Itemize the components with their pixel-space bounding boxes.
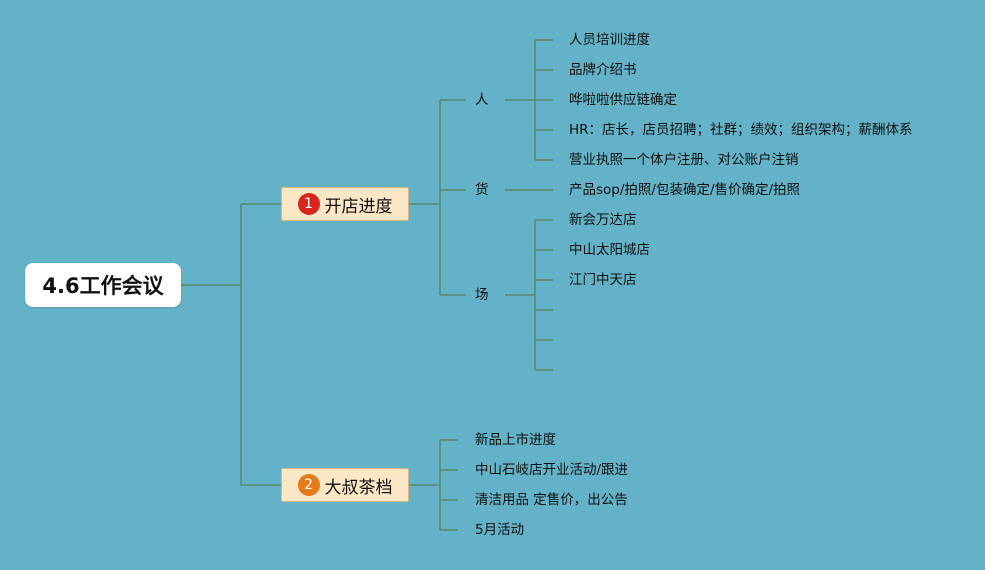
- subtopic-goods[interactable]: 货: [475, 182, 489, 198]
- branch-label: 开店进度: [324, 196, 393, 217]
- subtopic-people[interactable]: 人: [475, 92, 489, 108]
- priority-2-icon: 2: [297, 474, 320, 496]
- root-label: 4.6工作会议: [42, 274, 164, 298]
- topic-item[interactable]: 中山太阳城店: [569, 242, 650, 258]
- topic-item[interactable]: 产品sop/拍照/包装确定/售价确定/拍照: [569, 182, 801, 198]
- topic-item[interactable]: 中山石岐店开业活动/跟进: [475, 462, 629, 478]
- branch-node-opening-progress[interactable]: 1 开店进度: [281, 187, 409, 221]
- topic-item[interactable]: 哗啦啦供应链确定: [569, 92, 677, 108]
- topic-item[interactable]: 人员培训进度: [569, 32, 650, 48]
- topic-item[interactable]: 5月活动: [475, 522, 525, 538]
- topic-item[interactable]: 营业执照一个体户注册、对公账户注销: [569, 152, 799, 168]
- branch-node-uncle-tea[interactable]: 2 大叔茶档: [281, 468, 409, 502]
- topic-item[interactable]: 新品上市进度: [475, 432, 556, 448]
- root-node[interactable]: 4.6工作会议: [25, 263, 181, 307]
- topic-item[interactable]: HR：店长，店员招聘；社群；绩效；组织架构；薪酬体系: [569, 122, 913, 138]
- priority-1-icon: 1: [297, 193, 320, 215]
- topic-item[interactable]: 新会万达店: [569, 212, 637, 228]
- topic-item[interactable]: 江门中天店: [569, 272, 637, 288]
- topic-item[interactable]: 清洁用品 定售价，出公告: [475, 492, 628, 508]
- branch-label: 大叔茶档: [324, 477, 393, 498]
- subtopic-venue[interactable]: 场: [475, 287, 489, 303]
- topic-item[interactable]: 品牌介绍书: [569, 62, 637, 78]
